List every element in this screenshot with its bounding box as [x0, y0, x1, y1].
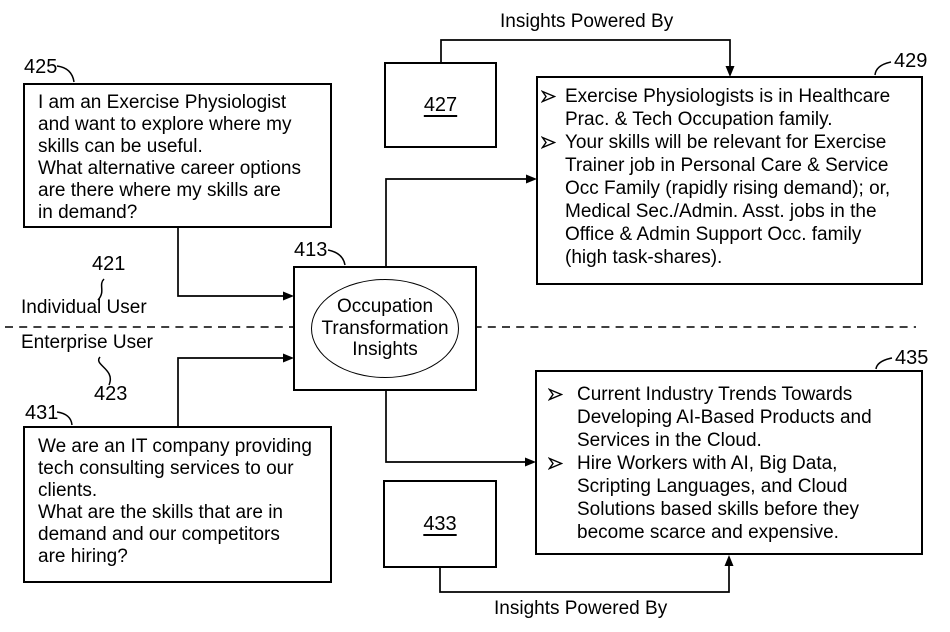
ref-431: 431	[25, 402, 59, 424]
insight-item: Current Industry Trends Towards Developi…	[548, 383, 919, 452]
insight-item: Your skills will be relevant for Exercis…	[541, 131, 919, 269]
connector-431-to-413	[177, 357, 285, 426]
leader-429	[874, 61, 892, 76]
insight-item: Exercise Physiologists is in Healthcare …	[541, 85, 919, 131]
ref-423: 423	[94, 383, 128, 405]
individual-insights-box: Exercise Physiologists is in Healthcare …	[536, 76, 923, 285]
engine-433-box: 433	[383, 480, 497, 568]
insight-text: Hire Workers with AI, Big Data, Scriptin…	[577, 453, 859, 543]
connector-413-to-435	[385, 391, 526, 463]
arrowhead-427-to-429	[725, 66, 735, 77]
ref-413: 413	[294, 239, 328, 261]
individual-user-label: Individual User	[21, 297, 147, 318]
insights-powered-by-top-label: Insights Powered By	[500, 11, 674, 32]
arrowhead-413-to-435	[525, 457, 536, 467]
connector-427-to-429	[440, 39, 731, 67]
ref-435: 435	[895, 347, 929, 369]
enterprise-user-label: Enterprise User	[21, 332, 153, 353]
connector-413-to-429	[385, 178, 527, 266]
arrowhead-bullet-icon	[548, 388, 563, 401]
arrowhead-bullet-icon	[541, 136, 556, 149]
insights-powered-by-bottom-label: Insights Powered By	[494, 598, 668, 619]
engine-427-number: 427	[423, 93, 458, 116]
insight-text: Your skills will be relevant for Exercis…	[565, 132, 891, 268]
occupation-transformation-insights-box: Occupation Transformation Insights	[293, 266, 477, 391]
engine-427-box: 427	[384, 62, 497, 148]
arrowhead-bullet-icon	[548, 457, 563, 470]
individual-query-box: I am an Exercise Physiologist and want t…	[23, 83, 332, 228]
insight-text: Exercise Physiologists is in Healthcare …	[565, 86, 891, 130]
leader-425	[56, 65, 75, 83]
arrowhead-431-to-413	[283, 353, 294, 363]
engine-433-number: 433	[423, 512, 457, 535]
arrowhead-bullet-icon	[541, 90, 556, 103]
arrowhead-425-to-413	[283, 291, 294, 301]
leader-435	[875, 357, 893, 370]
arrowhead-413-to-429	[526, 174, 537, 184]
leader-431	[56, 411, 73, 426]
arrowhead-433-to-435	[724, 555, 734, 566]
ref-429: 429	[894, 50, 928, 72]
connector-425-to-413	[177, 228, 285, 297]
enterprise-query-box: We are an IT company providing tech cons…	[23, 426, 332, 583]
leader-413	[327, 249, 346, 266]
ref-421: 421	[92, 253, 126, 275]
leader-421	[97, 278, 105, 301]
enterprise-insights-box: Current Industry Trends Towards Developi…	[535, 370, 923, 555]
leader-423	[97, 356, 112, 386]
insight-text: Current Industry Trends Towards Developi…	[577, 384, 872, 451]
ref-425: 425	[24, 56, 58, 78]
oti-ellipse: Occupation Transformation Insights	[311, 279, 459, 378]
connector-433-to-435	[439, 565, 730, 593]
insight-item: Hire Workers with AI, Big Data, Scriptin…	[548, 452, 919, 544]
